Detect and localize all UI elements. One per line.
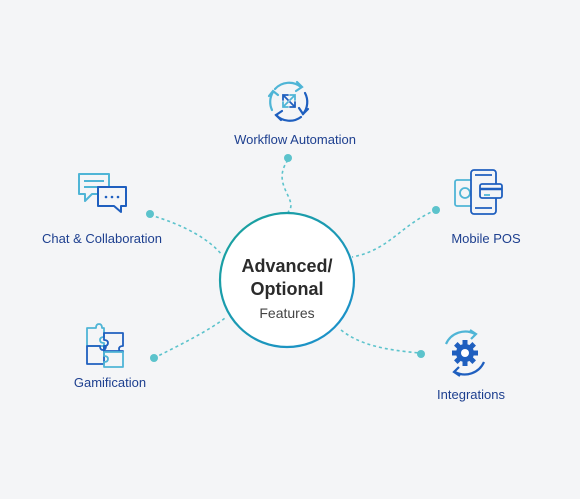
connector-workflow [281,159,292,213]
dot-workflow [284,154,292,162]
connector-gamification [153,317,226,359]
label-chat-collaboration: Chat & Collaboration [42,231,162,246]
connector-chat [149,214,223,256]
connector-mobile [351,209,437,258]
chat-bubbles-icon [78,173,127,213]
dot-gamification [150,354,158,362]
hub-title-line1: Advanced/ [241,256,333,276]
label-gamification: Gamification [73,375,147,390]
puzzle-icon [86,323,124,368]
label-workflow-automation: Workflow Automation [234,132,356,147]
hub-subtitle: Features [259,305,315,321]
gear-sync-icon [444,329,486,377]
mobile-pos-icon [454,169,503,215]
dot-mobile [432,206,440,214]
hub-circle [218,211,356,349]
label-mobile-pos: Mobile POS [451,231,521,246]
connector-integrations [340,329,421,354]
dot-chat [146,210,154,218]
hub-title-line2: Optional [250,279,324,299]
label-integrations: Integrations [437,387,505,402]
hub-title: Advanced/ Optional Features [217,255,357,321]
dot-integrations [417,350,425,358]
workflow-cycle-icon [267,80,310,122]
